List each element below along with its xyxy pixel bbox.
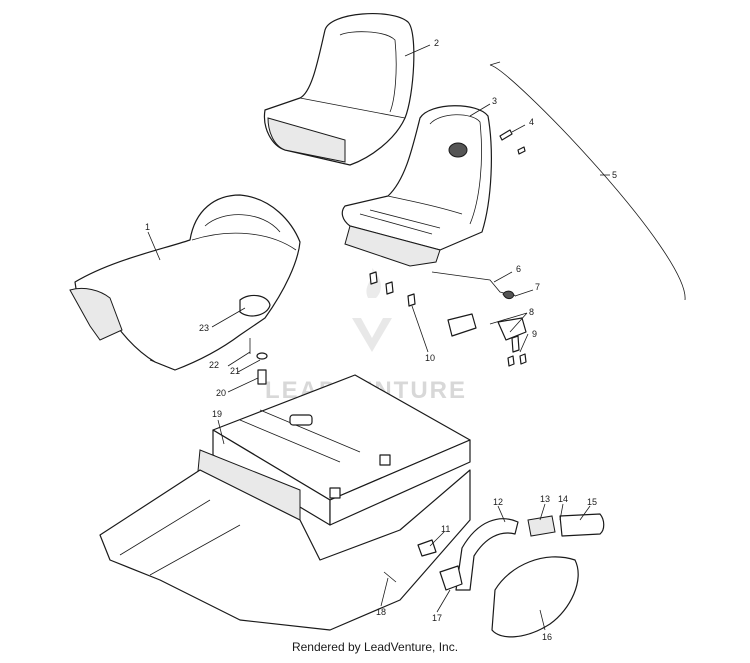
callout-10: 10 [425, 353, 435, 363]
part-backrest-cushion [263, 13, 415, 166]
callout-12: 12 [493, 497, 503, 507]
callout-6: 6 [516, 264, 521, 274]
callout-18: 18 [376, 607, 386, 617]
callout-2: 2 [434, 38, 439, 48]
callout-13: 13 [540, 494, 550, 504]
part-tube-assembly [383, 513, 605, 638]
callout-22: 22 [209, 360, 219, 370]
leader-lines [147, 44, 686, 631]
part-frame-tunnel [99, 374, 471, 631]
callout-8: 8 [529, 307, 534, 317]
callout-21: 21 [230, 366, 240, 376]
part-seat-shell [341, 105, 492, 267]
callout-16: 16 [542, 632, 552, 642]
callout-5: 5 [612, 170, 617, 180]
part-latch-bracket [369, 271, 527, 367]
callout-labels: 1 2 3 4 5 6 7 8 9 10 11 12 13 14 15 16 1… [145, 38, 617, 642]
callout-15: 15 [587, 497, 597, 507]
callout-9: 9 [532, 329, 537, 339]
callout-11: 11 [441, 524, 450, 534]
part-screws [499, 129, 526, 155]
part-latch-rod [431, 271, 517, 300]
callout-3: 3 [492, 96, 497, 106]
callout-7: 7 [535, 282, 540, 292]
callout-1: 1 [145, 222, 150, 232]
callout-19: 19 [212, 409, 222, 419]
callout-4: 4 [529, 117, 534, 127]
callout-23: 23 [199, 323, 209, 333]
footer-credit: Rendered by LeadVenture, Inc. [291, 640, 459, 654]
part-mount-hardware [249, 338, 268, 385]
callout-20: 20 [216, 388, 226, 398]
callout-17: 17 [432, 613, 442, 623]
callout-14: 14 [558, 494, 568, 504]
part-seat-cushion [69, 194, 301, 371]
